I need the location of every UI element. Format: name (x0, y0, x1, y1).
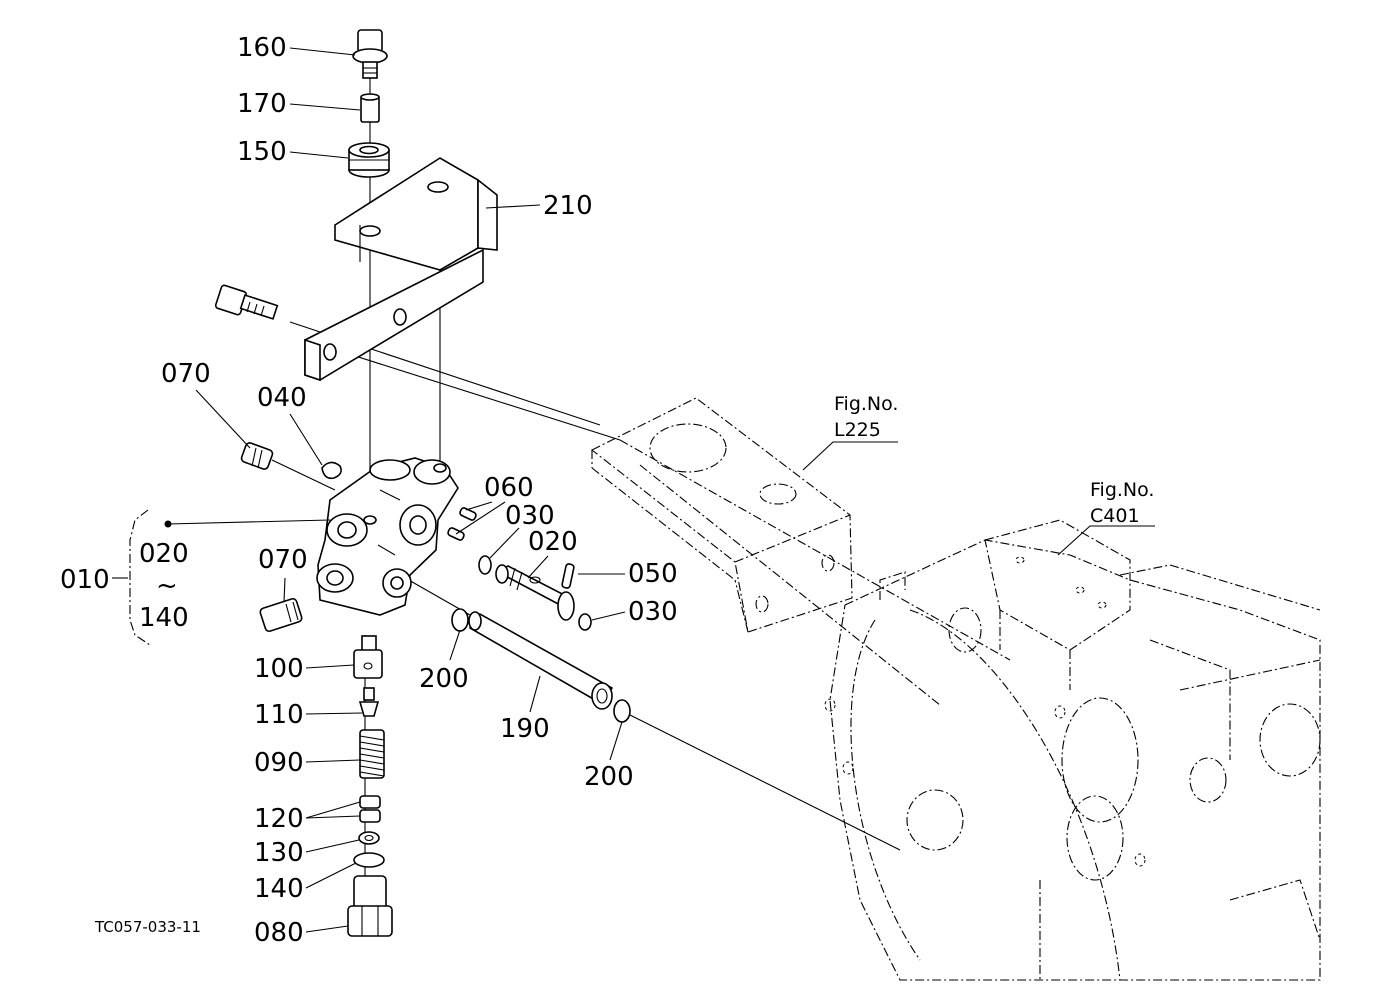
label-070-lower: 070 (258, 545, 308, 575)
leader-lines (167, 47, 1155, 933)
label-150: 150 (237, 137, 287, 167)
part-090-spring (359, 729, 385, 779)
label-190: 190 (500, 714, 550, 744)
part-100-spool-end (353, 635, 383, 679)
ref-l225-title: Fig.No. (834, 393, 898, 415)
part-010-valve-body (316, 457, 459, 616)
part-050-pin (561, 563, 575, 589)
group-bracket-010 (112, 509, 151, 646)
label-160: 160 (237, 33, 287, 63)
part-160-bolt (352, 29, 388, 79)
part-150-grommet (348, 142, 390, 178)
label-120: 120 (254, 804, 304, 834)
ref-c401-housing (824, 519, 1321, 981)
part-210-bracket (304, 157, 498, 382)
drawing-code: TC057-033-11 (94, 918, 201, 936)
part-080-plug (347, 875, 393, 937)
label-100: 100 (254, 654, 304, 684)
label-030-lower: 030 (628, 597, 678, 627)
part-140-oring (353, 852, 385, 868)
label-010: 010 (60, 565, 110, 595)
part-040-clip (321, 461, 342, 480)
ref-c401-code: C401 (1090, 505, 1140, 527)
part-200-oring-upper (451, 608, 469, 632)
label-070-upper: 070 (161, 359, 211, 389)
label-200-upper: 200 (419, 664, 469, 694)
ref-l225-code: L225 (834, 419, 881, 441)
label-130: 130 (254, 838, 304, 868)
label-140-range: 140 (139, 603, 189, 633)
label-200-lower: 200 (584, 762, 634, 792)
label-140: 140 (254, 874, 304, 904)
label-060: 060 (484, 473, 534, 503)
label-170: 170 (237, 89, 287, 119)
part-030-oring-upper (478, 555, 492, 575)
part-060-pins (447, 507, 477, 541)
label-020-part: 020 (528, 527, 578, 557)
part-070-plug-lower (259, 597, 303, 633)
part-190-pipe (468, 611, 614, 710)
leader-dot (164, 520, 172, 528)
part-170-collar (360, 93, 380, 123)
part-070-plug-upper (240, 442, 274, 470)
label-050: 050 (628, 559, 678, 589)
part-130-washer (358, 831, 380, 845)
label-090: 090 (254, 748, 304, 778)
label-040: 040 (257, 383, 307, 413)
label-030-upper: 030 (505, 501, 555, 531)
label-080: 080 (254, 918, 304, 948)
label-range-tilde: ~ (156, 571, 178, 601)
ref-l225-bracket (590, 397, 853, 633)
label-210: 210 (543, 191, 593, 221)
part-200-oring-lower (613, 699, 631, 723)
label-110: 110 (254, 700, 304, 730)
part-020-spool (495, 564, 575, 621)
part-110-poppet (358, 687, 380, 717)
part-030-oring-lower (578, 613, 592, 631)
ref-c401-title: Fig.No. (1090, 479, 1154, 501)
part-bracket-bolt (214, 284, 279, 320)
label-020-range: 020 (139, 539, 189, 569)
part-120-shims (359, 795, 381, 823)
